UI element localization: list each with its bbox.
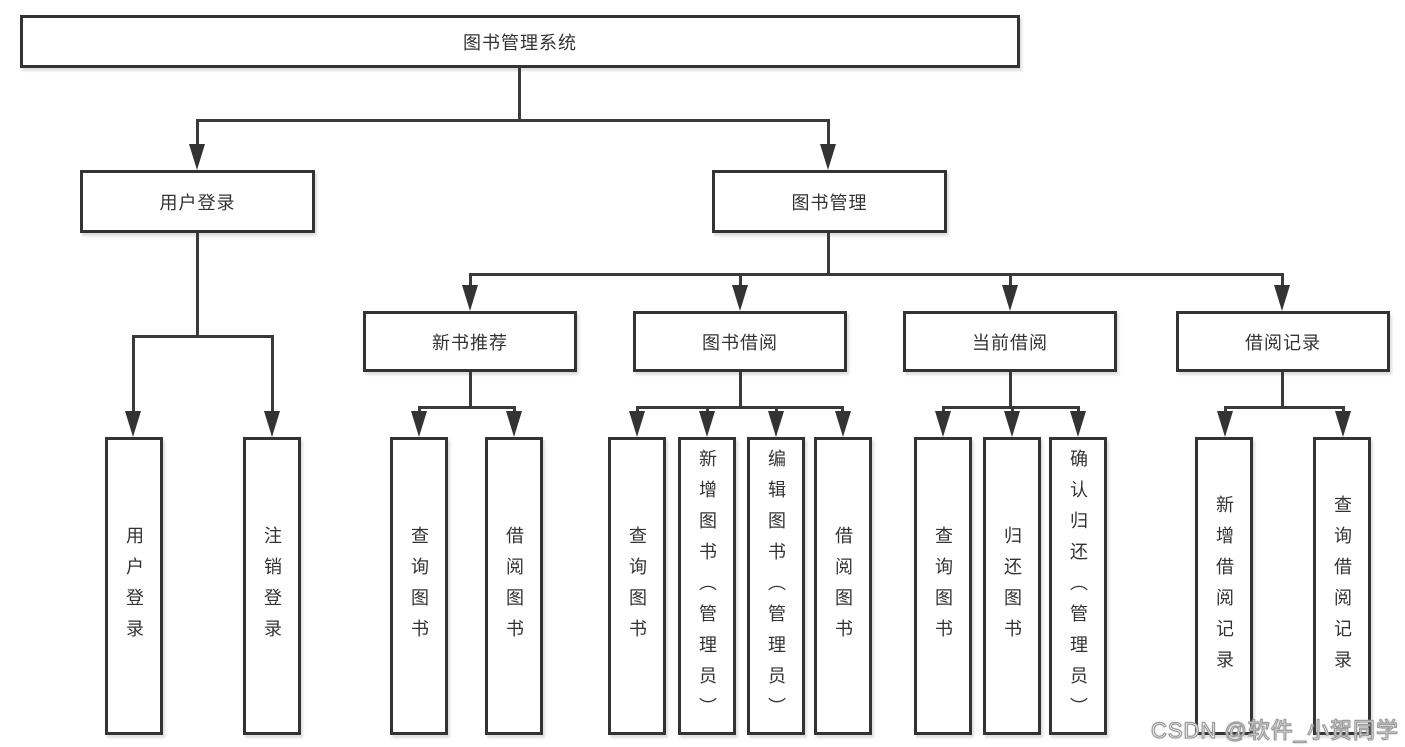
arrowhead-icon: [935, 411, 951, 437]
node-label: 图书管理: [791, 192, 868, 213]
node-borrow-records: 借阅记录: [1176, 311, 1390, 372]
node-book-management: 图书管理: [712, 170, 947, 233]
connector-line: [1281, 372, 1284, 406]
connector-line: [1224, 406, 1344, 409]
connector-line: [132, 335, 135, 412]
connector-line: [469, 273, 472, 287]
leaf-query-books-current: 查询图书: [914, 437, 972, 735]
leaf-edit-books-admin: 编辑图书（管理员）: [747, 437, 805, 735]
arrowhead-icon: [1217, 411, 1233, 437]
node-label: 当前借阅: [972, 332, 1048, 353]
connector-line: [196, 233, 199, 335]
node-label: 借阅记录: [1245, 332, 1321, 353]
connector-line: [418, 406, 421, 414]
leaf-confirm-return-admin: 确认归还（管理员）: [1049, 437, 1107, 735]
connector-line: [271, 335, 274, 412]
node-book-borrowing: 图书借阅: [633, 311, 847, 372]
leaf-add-borrow-record: 新增借阅记录: [1195, 437, 1253, 735]
arrowhead-icon: [1274, 285, 1290, 311]
connector-line: [469, 372, 472, 406]
connector-line: [636, 406, 844, 409]
connector-line: [942, 406, 1079, 409]
connector-line: [1009, 372, 1012, 406]
arrowhead-icon: [189, 144, 205, 170]
leaf-user-login: 用户登录: [105, 437, 163, 735]
arrowhead-icon: [1070, 411, 1086, 437]
connector-line: [1281, 273, 1284, 287]
arrowhead-icon: [732, 285, 748, 311]
connector-line: [1077, 406, 1080, 414]
node-label: 用户登录: [159, 192, 236, 213]
leaf-logout: 注销登录: [243, 437, 301, 735]
connector-line: [841, 406, 844, 414]
leaf-query-books-borrow: 查询图书: [608, 437, 666, 735]
connector-line: [132, 335, 274, 338]
node-label: 图书管理系统: [463, 32, 577, 53]
node-label: 新书推荐: [432, 332, 508, 353]
node-new-book-recommend: 新书推荐: [363, 311, 577, 372]
arrowhead-icon: [264, 411, 280, 437]
connector-line: [636, 406, 639, 414]
arrowhead-icon: [1004, 411, 1020, 437]
connector-line: [827, 233, 830, 273]
connector-line: [418, 406, 515, 409]
node-current-borrowing: 当前借阅: [903, 311, 1117, 372]
arrowhead-icon: [1002, 285, 1018, 311]
arrowhead-icon: [125, 411, 141, 437]
connector-line: [942, 406, 945, 414]
arrowhead-icon: [768, 411, 784, 437]
connector-line: [518, 68, 521, 119]
leaf-query-books-recommend: 查询图书: [390, 437, 448, 735]
leaf-add-books-admin: 新增图书（管理员）: [678, 437, 736, 735]
connector-line: [196, 119, 199, 146]
leaf-return-books: 归还图书: [983, 437, 1041, 735]
connector-line: [513, 406, 516, 414]
node-user-login: 用户登录: [80, 170, 315, 233]
arrowhead-icon: [699, 411, 715, 437]
connector-line: [827, 119, 830, 146]
csdn-watermark: CSDN @软件_小贺同学: [1150, 717, 1399, 743]
arrowhead-icon: [820, 144, 836, 170]
connector-line: [706, 406, 709, 414]
connector-line: [1224, 406, 1227, 414]
node-root-library-system: 图书管理系统: [20, 15, 1020, 68]
arrowhead-icon: [506, 411, 522, 437]
connector-line: [196, 119, 830, 122]
node-label: 图书借阅: [702, 332, 778, 353]
connector-line: [775, 406, 778, 414]
arrowhead-icon: [629, 411, 645, 437]
connector-line: [739, 273, 742, 287]
connector-line: [1011, 406, 1014, 414]
connector-line: [739, 372, 742, 406]
arrowhead-icon: [462, 285, 478, 311]
leaf-borrow-books-recommend: 借阅图书: [485, 437, 543, 735]
connector-line: [469, 273, 1284, 276]
arrowhead-icon: [1335, 411, 1351, 437]
arrowhead-icon: [835, 411, 851, 437]
leaf-query-borrow-record: 查询借阅记录: [1313, 437, 1371, 735]
leaf-borrow-books: 借阅图书: [814, 437, 872, 735]
connector-line: [1009, 273, 1012, 287]
arrowhead-icon: [411, 411, 427, 437]
connector-line: [1342, 406, 1345, 414]
